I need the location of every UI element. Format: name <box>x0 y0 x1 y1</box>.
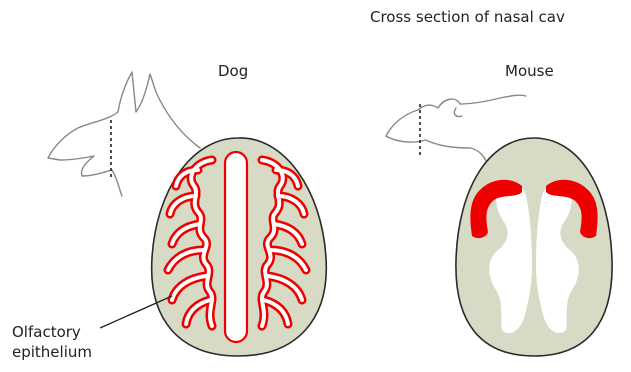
dog-septum <box>225 152 247 342</box>
dog-cross-section <box>152 138 327 356</box>
mouse-cavity-outline <box>456 138 612 356</box>
mouse-cross-section <box>456 138 612 356</box>
